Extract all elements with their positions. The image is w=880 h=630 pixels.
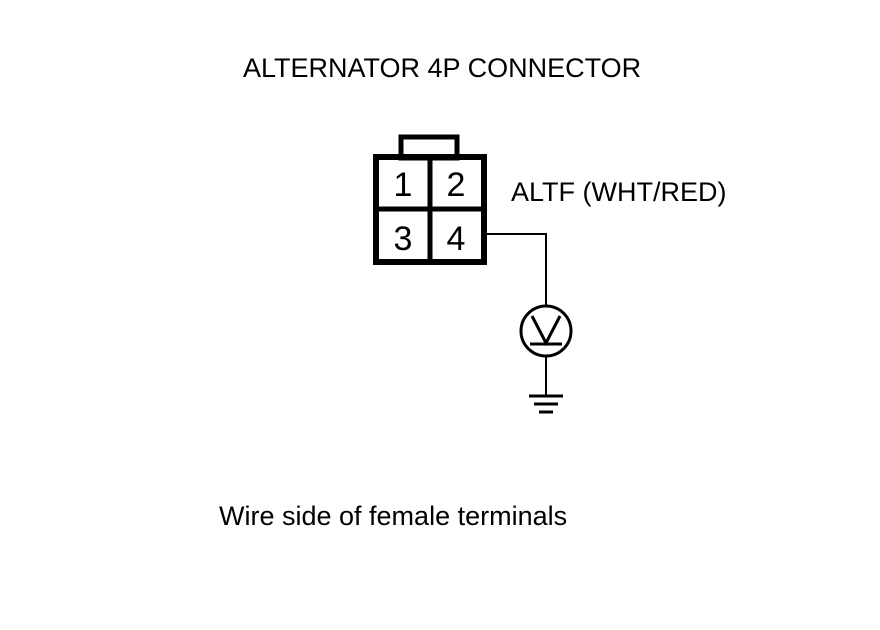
ground-icon bbox=[529, 394, 563, 414]
connector-4p: 1 2 3 4 bbox=[373, 134, 487, 265]
wire-label: ALTF (WHT/RED) bbox=[511, 177, 727, 207]
pin-2-label: 2 bbox=[447, 166, 466, 204]
pin-4-label: 4 bbox=[447, 220, 466, 258]
diagram-title: ALTERNATOR 4P CONNECTOR bbox=[243, 53, 642, 83]
voltmeter-icon bbox=[519, 304, 573, 358]
pin-1-label: 1 bbox=[394, 166, 413, 204]
wire-altf bbox=[484, 233, 547, 307]
diagram-caption: Wire side of female terminals bbox=[219, 501, 568, 531]
pin-3-label: 3 bbox=[394, 220, 413, 258]
